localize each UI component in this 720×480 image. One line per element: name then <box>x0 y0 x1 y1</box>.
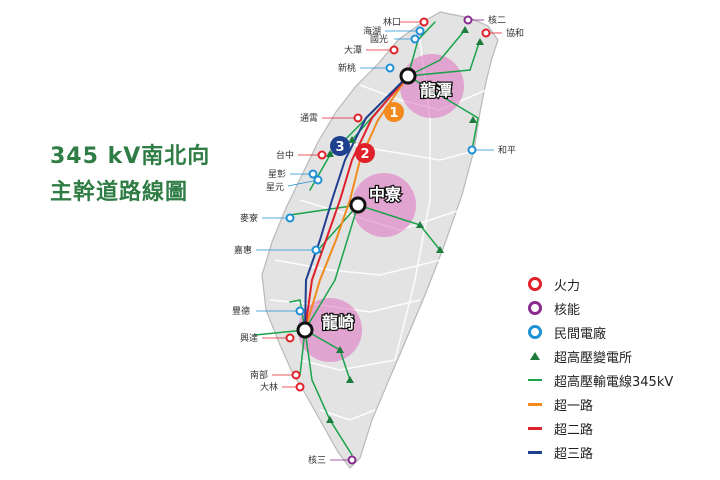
plant-label: 嘉惠 <box>234 244 252 256</box>
plant-label: 通霄 <box>300 113 318 124</box>
legend-label: 超二路 <box>554 422 594 438</box>
fossil-plant-icon <box>389 45 399 55</box>
hub-label: 龍崎 <box>322 313 354 332</box>
plant-label: 星彰 <box>268 168 286 180</box>
hub-node-zhongliao <box>349 196 367 214</box>
map-title-line-2: 主幹道路線圖 <box>50 180 189 205</box>
substation-icon <box>476 38 484 45</box>
legend-label: 核能 <box>554 302 581 318</box>
plant-label: 林口 <box>383 16 401 28</box>
substation-icon <box>326 150 334 157</box>
plant-label: 核三 <box>308 454 326 466</box>
fossil-plant-icon <box>317 150 327 160</box>
legend-label: 民間電廠 <box>554 326 607 342</box>
hub-node-longqi <box>296 321 314 339</box>
legend: 火力 核能 民間電廠 超高壓變電所 超高壓輸電線345kV 超一路 超二路 超三… <box>528 272 708 464</box>
substation-triangle-icon <box>530 352 540 360</box>
hub-glow-longtan <box>400 54 464 118</box>
hub-node-longtan <box>399 67 417 85</box>
fossil-plant-icon <box>419 17 429 27</box>
legend-item-grid-line: 超高壓輸電線345kV <box>528 368 708 392</box>
hub-label: 龍潭 <box>420 81 452 100</box>
fossil-plant-icon <box>353 113 363 123</box>
substation-icon <box>348 136 356 143</box>
plant-label: 豐德 <box>232 305 250 317</box>
private-plant-icon <box>410 34 420 44</box>
nuclear-plant-icon <box>347 455 357 465</box>
plant-label: 協和 <box>506 27 524 39</box>
substation-icon <box>346 376 354 383</box>
route-1-line-icon <box>528 402 542 406</box>
substation-icon <box>461 26 469 33</box>
svg-text:1: 1 <box>389 106 398 121</box>
plant-label: 新桃 <box>338 62 356 74</box>
legend-item-substation: 超高壓變電所 <box>528 344 708 368</box>
svg-text:2: 2 <box>360 147 369 162</box>
plant-label: 海湖 <box>363 25 381 37</box>
route-marker-3: 3 <box>330 136 350 156</box>
plant-label: 和平 <box>498 145 516 156</box>
plant-label: 南部 <box>250 369 268 381</box>
route-marker-2: 2 <box>355 143 375 163</box>
substation-icon <box>336 346 344 353</box>
route-marker-1: 1 <box>384 102 404 122</box>
fossil-ring-icon <box>528 277 542 291</box>
hub-glow-zhongliao <box>352 173 416 237</box>
private-plant-icon <box>285 213 295 223</box>
nuclear-plant-icon <box>463 15 473 25</box>
substation-icon <box>469 116 477 123</box>
legend-label: 火力 <box>554 278 581 294</box>
grid-line-icon <box>528 379 542 381</box>
private-plant-icon <box>415 26 425 36</box>
route-1-line <box>304 75 409 331</box>
plant-label: 星元 <box>266 182 284 193</box>
private-plant-icon <box>385 63 395 73</box>
plant-label: 大林 <box>260 381 278 393</box>
private-ring-icon <box>528 325 542 339</box>
private-plant-icon <box>311 245 321 255</box>
legend-label: 超三路 <box>554 446 594 462</box>
svg-text:3: 3 <box>335 140 344 155</box>
legend-label: 超一路 <box>554 398 594 414</box>
legend-item-fossil: 火力 <box>528 272 708 296</box>
fossil-plant-icon <box>285 333 295 343</box>
fossil-plant-icon <box>481 28 491 38</box>
plant-label: 興達 <box>240 332 258 344</box>
legend-item-nuclear: 核能 <box>528 296 708 320</box>
map-title-line-1: 345 kV南北向 <box>50 144 211 169</box>
power-plants: 林口 海湖 國光 大潭 新桃 核二 協和 通霄 台中 星彰 <box>232 14 524 466</box>
fossil-plant-icon <box>291 370 301 380</box>
route-2-line <box>304 75 409 331</box>
plant-label: 國光 <box>370 33 388 45</box>
plant-label: 大潭 <box>344 44 362 56</box>
legend-item-route-3: 超三路 <box>528 440 708 464</box>
legend-item-private: 民間電廠 <box>528 320 708 344</box>
hub-label: 中寮 <box>369 185 402 204</box>
substation-icon <box>436 246 444 253</box>
substation-icon <box>416 221 424 228</box>
legend-item-route-2: 超二路 <box>528 416 708 440</box>
plant-label: 核二 <box>488 14 506 26</box>
substation-icon <box>326 416 334 423</box>
route-2-line-icon <box>528 426 542 430</box>
nuclear-ring-icon <box>528 301 542 315</box>
route-3-line <box>304 75 409 331</box>
private-plant-icon <box>295 306 305 316</box>
private-plant-icon <box>308 169 318 179</box>
plant-label: 台中 <box>276 149 294 161</box>
legend-label: 超高壓輸電線345kV <box>554 374 674 390</box>
private-plant-icon <box>467 145 477 155</box>
legend-item-route-1: 超一路 <box>528 392 708 416</box>
fossil-plant-icon <box>295 382 305 392</box>
legend-label: 超高壓變電所 <box>554 350 633 366</box>
route-3-line-icon <box>528 450 542 454</box>
private-plant-icon <box>313 175 323 185</box>
plant-label: 麥寮 <box>240 212 258 224</box>
